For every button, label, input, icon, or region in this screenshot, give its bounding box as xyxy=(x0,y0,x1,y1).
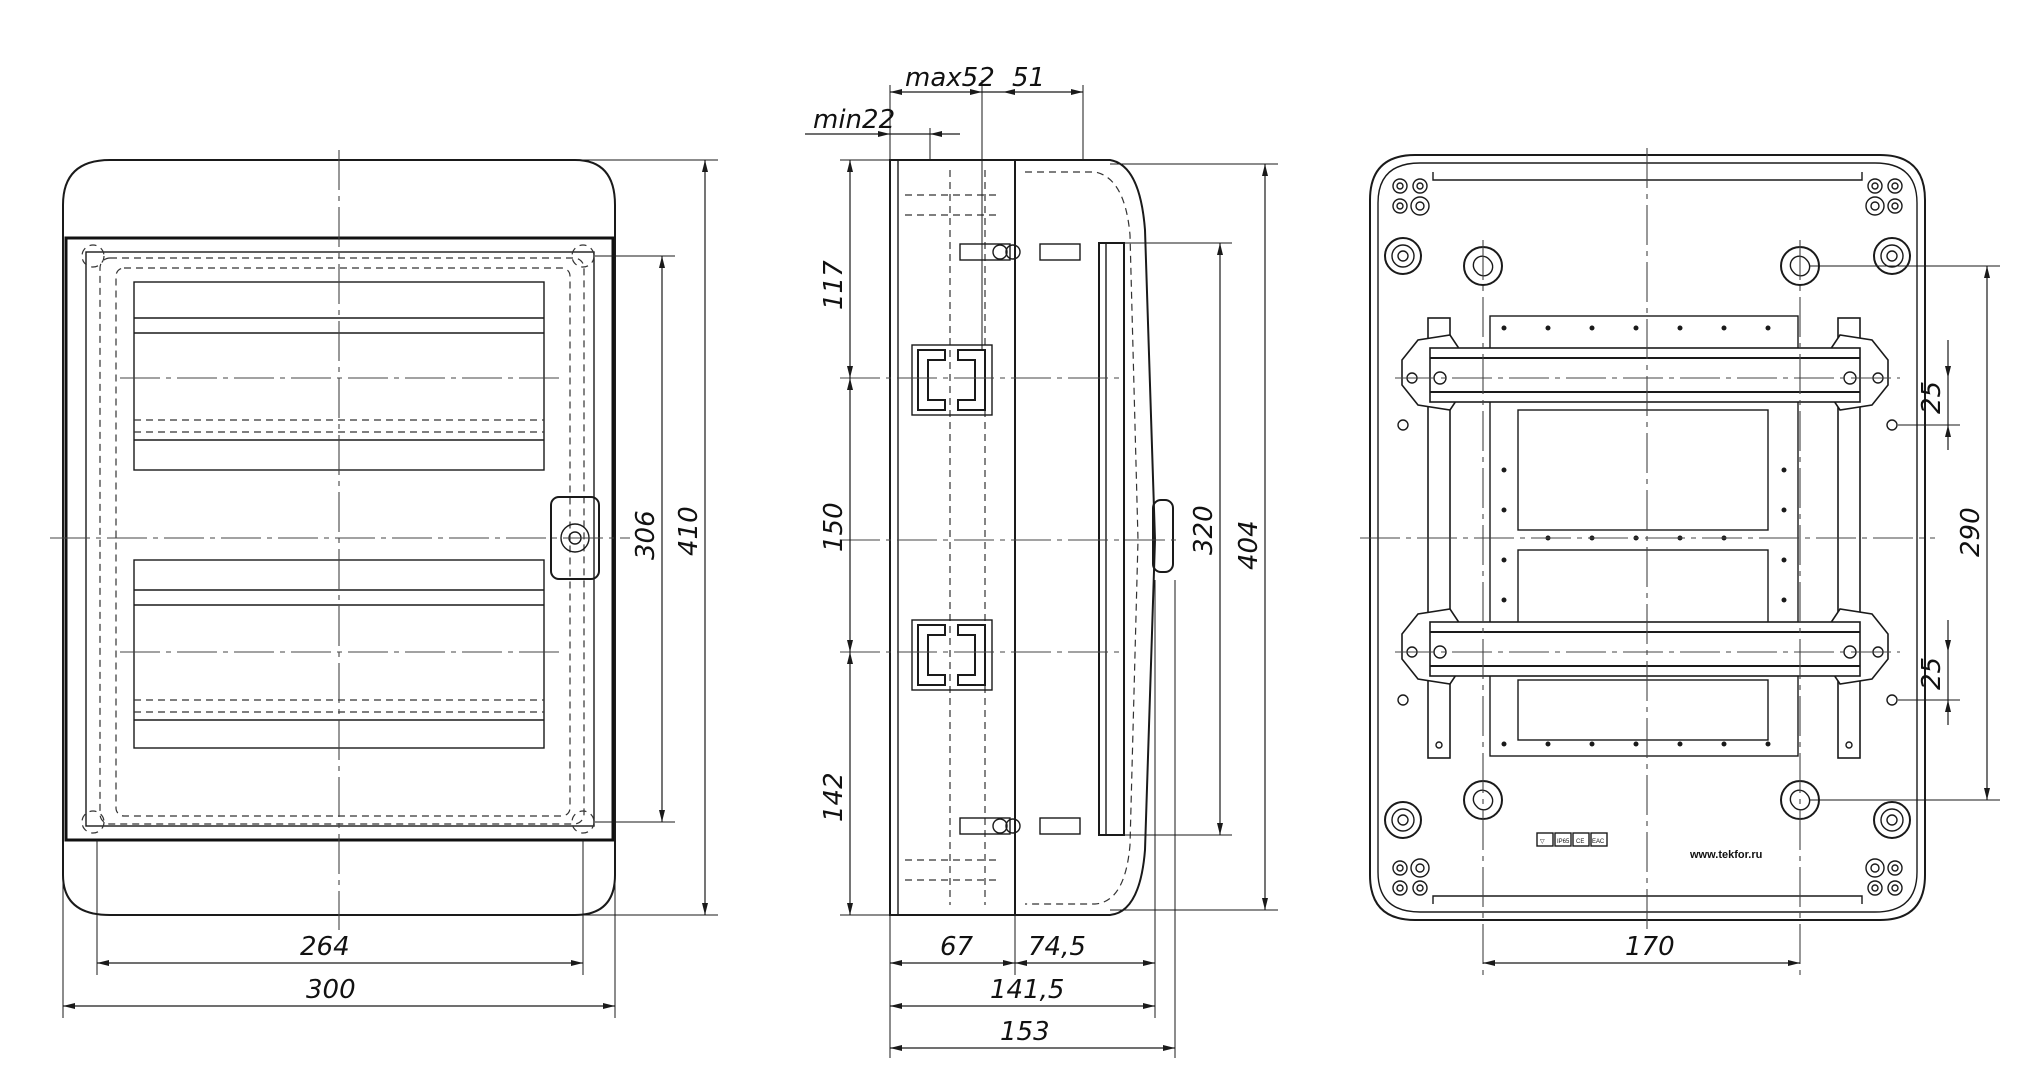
dim-320: 320 xyxy=(1189,505,1219,555)
dim-51: 51 xyxy=(1012,63,1045,93)
front-screw-top-right xyxy=(571,244,595,268)
side-hinge-lower xyxy=(959,817,1081,835)
dim-170: 170 xyxy=(1625,932,1675,962)
front-body-outline xyxy=(62,159,616,916)
back-view: ▽ IP65 CE ЕАС www.tekfor.ru 170 290 25 xyxy=(1360,148,2000,975)
side-latch xyxy=(1152,499,1174,573)
dim-25-lower: 25 xyxy=(1917,657,1947,690)
dim-306: 306 xyxy=(631,510,661,560)
dim-67: 67 xyxy=(940,932,974,962)
dim-142: 142 xyxy=(819,772,849,822)
back-corner-holes-bottom-right xyxy=(1865,858,1903,896)
dim-141-5: 141,5 xyxy=(990,975,1064,1005)
back-screw-boss-bottom-left xyxy=(1384,801,1422,839)
dim-264: 264 xyxy=(300,932,350,962)
back-corner-holes-bottom-left xyxy=(1392,858,1430,896)
label-icon-3: CE xyxy=(1576,839,1584,845)
side-base-body xyxy=(889,159,1016,916)
side-din-rail-upper xyxy=(911,344,993,416)
dim-290: 290 xyxy=(1956,507,1986,557)
side-door-edge xyxy=(1098,242,1125,836)
dim-74-5: 74,5 xyxy=(1028,932,1086,962)
dim-153: 153 xyxy=(1000,1017,1050,1047)
front-screw-bottom-left xyxy=(81,810,105,834)
dim-min22: min22 xyxy=(813,105,895,135)
dim-117: 117 xyxy=(819,260,849,310)
back-screw-boss-top-left xyxy=(1384,237,1422,275)
front-screw-bottom-right xyxy=(571,810,595,834)
back-certification-label: ▽ IP65 CE ЕАС xyxy=(1536,832,1608,847)
dim-300: 300 xyxy=(306,975,356,1005)
back-screw-boss-bottom-right xyxy=(1873,801,1911,839)
front-screw-top-left xyxy=(81,244,105,268)
label-icon-1: ▽ xyxy=(1540,839,1545,845)
label-icon-4: ЕАС xyxy=(1592,839,1605,845)
dim-150: 150 xyxy=(819,502,849,552)
dim-404: 404 xyxy=(1234,520,1264,570)
front-view: 264 300 306 410 xyxy=(50,150,718,1018)
side-view: max52 51 min22 117 150 142 320 404 67 xyxy=(805,63,1278,1058)
side-hinge-upper xyxy=(959,243,1081,261)
back-corner-holes-top-right xyxy=(1865,178,1903,216)
back-body-outline xyxy=(1369,154,1926,921)
dim-410: 410 xyxy=(674,506,704,556)
back-screw-boss-top-right xyxy=(1873,237,1911,275)
back-website: www.tekfor.ru xyxy=(1689,849,1762,861)
side-din-rail-lower xyxy=(911,619,993,691)
front-door-inner xyxy=(85,251,595,827)
back-corner-holes-top-left xyxy=(1392,178,1430,216)
back-din-rail-lower xyxy=(1401,608,1889,685)
back-din-rail-upper xyxy=(1401,334,1889,411)
dim-25-upper: 25 xyxy=(1917,381,1947,414)
label-icon-2: IP65 xyxy=(1557,839,1570,845)
front-door-recess xyxy=(99,257,585,825)
dim-max52: max52 xyxy=(905,63,995,93)
back-mounting-plate xyxy=(1489,315,1799,757)
side-cover-outline xyxy=(1014,159,1157,916)
